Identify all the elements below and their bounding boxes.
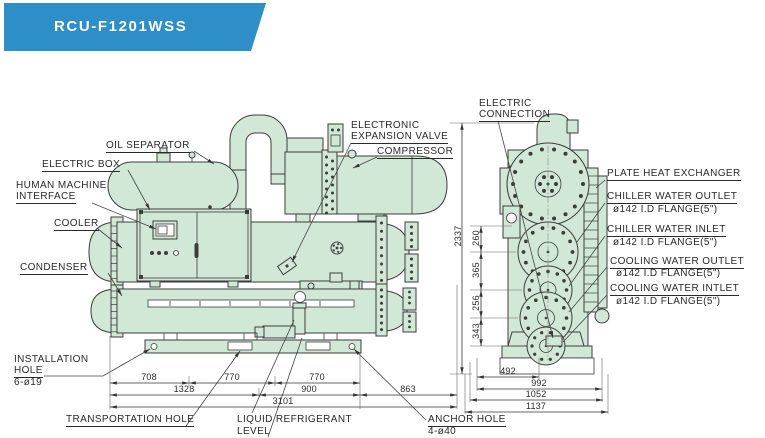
condenser	[90, 283, 417, 339]
callout-anchor-hole-line2: 4-ø40	[428, 426, 457, 437]
cable-entry-box	[545, 335, 563, 347]
callout-oil-separator: OIL SEPARATOR	[106, 140, 190, 153]
callout-chiller-water-outlet-flange: ø142 I.D FLANGE(5")	[613, 204, 718, 215]
indicator-light	[164, 251, 168, 255]
indicator-light	[157, 251, 161, 255]
callout-liquid-refrigerant-line2: LEVEL	[237, 426, 271, 437]
callout-eev-line1: ELECTRONIC	[351, 120, 420, 131]
electric-connection-box	[502, 205, 521, 239]
callout-cooling-water-inlet: COOLING WATER INTLET	[610, 283, 740, 296]
callout-cooling-water-inlet-flange: ø142 I.D FLANGE(5")	[616, 296, 721, 307]
dim-900: 900	[301, 384, 317, 394]
indicator-light	[150, 251, 154, 255]
installation-hole	[150, 343, 158, 350]
front-view	[88, 114, 448, 354]
electronic-expansion-valve	[327, 123, 344, 153]
compressor	[284, 123, 448, 222]
callout-electric-connection-line2: CONNECTION	[479, 109, 551, 122]
anchor-hole	[348, 343, 356, 350]
transportation-hole-slot	[227, 341, 253, 351]
dim-2337: 2337	[453, 225, 463, 247]
side-view	[499, 113, 610, 375]
model-banner: RCU-F1201WSS	[4, 3, 266, 51]
callout-chiller-water-inlet: CHILLER WATER INLET	[607, 224, 726, 237]
callout-eev-line2: EXPANSION VALVE	[351, 131, 449, 144]
transportation-hole-slot	[305, 341, 331, 351]
liquid-level-gauge	[147, 291, 355, 339]
dim-1328: 1328	[173, 384, 195, 394]
dim-343: 343	[471, 323, 481, 339]
callout-anchor-hole-line1: ANCHOR HOLE	[428, 414, 506, 427]
callout-liquid-refrigerant-line1: LIQUID REFRIGERANT	[237, 414, 352, 425]
callout-cooling-water-outlet: COOLING WATER OUTLET	[610, 256, 745, 269]
callout-chiller-water-inlet-flange: ø142 I.D FLANGE(5")	[613, 237, 718, 248]
dim-3101: 3101	[272, 396, 294, 406]
callout-plate-heat-exchanger: PLATE HEAT EXCHANGER	[607, 168, 741, 181]
callout-condenser: CONDENSER	[20, 262, 88, 275]
plate-heat-exchanger	[583, 167, 610, 324]
callout-hmi-line1: HUMAN MACHINE	[16, 180, 107, 191]
callout-installation-line1: INSTALLATION	[14, 354, 89, 365]
electric-box	[136, 208, 252, 288]
callout-transportation-hole: TRANSPORTATION HOLE	[66, 414, 195, 427]
callout-electric-box: ELECTRIC BOX	[42, 159, 121, 172]
callout-installation-line3: 6-ø19	[14, 377, 43, 388]
oil-separator	[107, 147, 239, 211]
door-handle	[194, 243, 199, 258]
callout-hmi-line2: INTERFACE	[16, 191, 76, 204]
callout-cooler: COOLER	[54, 218, 99, 231]
base-frame	[144, 332, 362, 354]
dim-992: 992	[531, 378, 547, 388]
dim-708: 708	[141, 372, 157, 382]
callout-installation-line2: HOLE	[14, 365, 43, 378]
dim-863: 863	[400, 384, 416, 394]
compressor-flange	[321, 149, 338, 215]
dim-770-a: 770	[224, 372, 240, 382]
indicator-light	[173, 250, 179, 256]
hmi-display	[152, 220, 178, 240]
dimension-lines	[109, 122, 609, 414]
callout-cooling-water-outlet-flange: ø142 I.D FLANGE(5")	[616, 268, 721, 279]
callout-electric-connection-line1: ELECTRIC	[479, 98, 532, 109]
model-number: RCU-F1201WSS	[54, 18, 188, 35]
dim-492: 492	[500, 366, 516, 376]
dim-770-b: 770	[309, 372, 325, 382]
dim-1137: 1137	[525, 401, 547, 411]
callout-compressor: COMPRESSOR	[377, 146, 454, 159]
dim-1052: 1052	[525, 389, 547, 399]
callout-chiller-water-outlet: CHILLER WATER OUTLET	[607, 191, 738, 204]
